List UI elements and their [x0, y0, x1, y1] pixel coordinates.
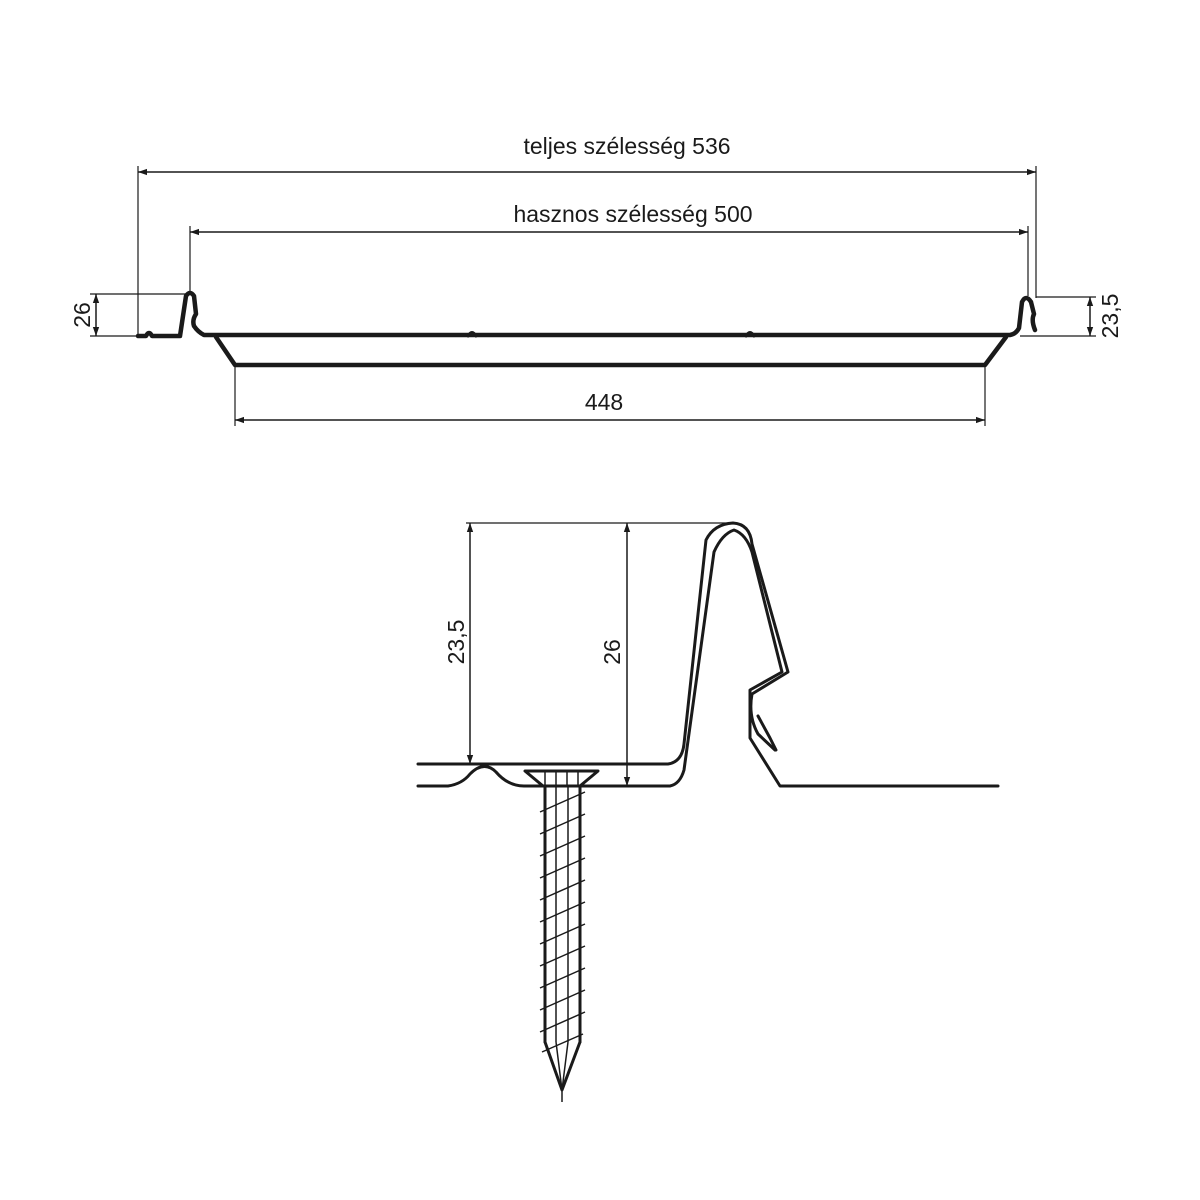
total-width-dimension: teljes szélesség 536 [137, 133, 1037, 338]
left-height-label: 26 [69, 302, 95, 328]
outer-height-label: 26 [599, 639, 625, 665]
bottom-width-label: 448 [585, 389, 623, 415]
inner-height-label: 23,5 [443, 620, 469, 665]
right-height-label: 23,5 [1097, 294, 1123, 339]
bottom-width-dimension: 448 [234, 366, 986, 426]
total-width-label: teljes szélesség 536 [523, 133, 730, 159]
useful-width-dimension: hasznos szélesség 500 [189, 201, 1029, 296]
right-height-dimension: 23,5 [1020, 294, 1123, 339]
screw-shank [539, 784, 586, 1102]
useful-width-label: hasznos szélesség 500 [513, 201, 752, 227]
profile-outline [135, 290, 1038, 368]
left-height-dimension: 26 [69, 293, 190, 337]
seam-detail: 23,5 26 [416, 521, 1000, 1102]
lower-sheet [416, 528, 1000, 788]
profile-section: teljes szélesség 536 hasznos szélesség 5… [69, 133, 1123, 426]
seam-fold [756, 714, 778, 752]
seam-height-dimensions: 23,5 26 [443, 522, 736, 786]
screw-head [523, 769, 600, 788]
